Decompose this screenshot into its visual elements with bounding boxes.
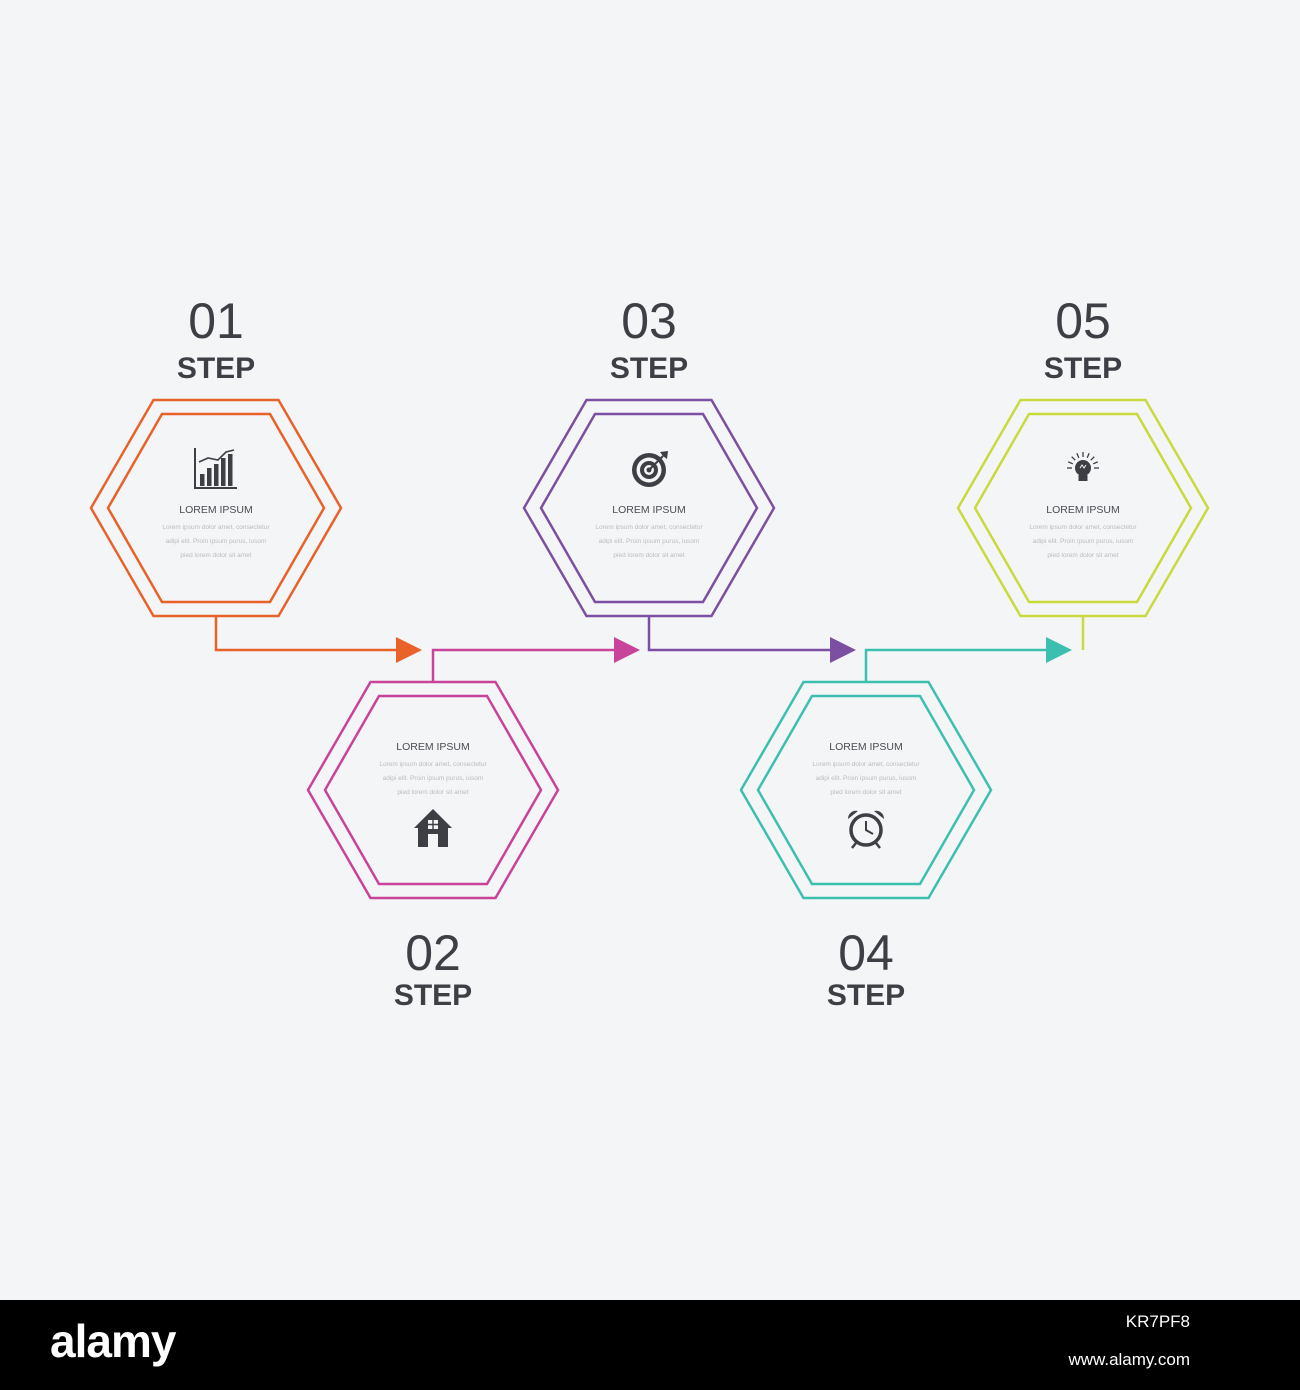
step-description-line: pied lorem dolor sit amet [180, 552, 251, 559]
step-title: LOREM IPSUM [179, 504, 253, 516]
inner-hexagon [539, 412, 759, 604]
outer-hexagon [89, 398, 343, 618]
connector-2-3 [431, 648, 620, 682]
step-description-line: adipi elit. Proin ipsum purus, iusom [1033, 538, 1134, 545]
inner-hexagon [756, 694, 976, 886]
step-number: 05 [1055, 293, 1111, 349]
step-description-line: Lorem ipsum dolor amet, consectetur [379, 761, 487, 768]
step-label: STEP [827, 979, 905, 1012]
watermark-bar: alamy KR7PF8 www.alamy.com [0, 1300, 1300, 1390]
step-label: STEP [394, 979, 472, 1012]
connector-1-2 [214, 616, 402, 652]
step-number: 03 [621, 293, 677, 349]
step-description-line: adipi elit. Proin ipsum purus, iusom [599, 538, 700, 545]
bar-chart-icon [194, 448, 237, 489]
step-description-line: pied lorem dolor sit amet [830, 789, 901, 796]
step-title: LOREM IPSUM [396, 741, 470, 753]
step-description-line: pied lorem dolor sit amet [397, 789, 468, 796]
outer-hexagon [956, 398, 1210, 618]
outer-hexagon [739, 680, 993, 900]
step-description-line: Lorem ipsum dolor amet, consectetur [812, 761, 920, 768]
target-icon [632, 451, 668, 487]
watermark-url: www.alamy.com [1068, 1350, 1190, 1369]
step-description-line: adipi elit. Proin ipsum purus, iusom [816, 775, 917, 782]
step-description-line: Lorem ipsum dolor amet, consectetur [595, 524, 703, 531]
connectors [214, 616, 1085, 682]
inner-hexagon [323, 694, 543, 886]
step-number: 04 [838, 925, 894, 981]
step-number: 02 [405, 925, 461, 981]
step-title: LOREM IPSUM [829, 741, 903, 753]
alarm-clock-icon [847, 810, 885, 849]
arrow-2-3 [614, 637, 640, 663]
step-description-line: adipi elit. Proin ipsum purus, iusom [166, 538, 267, 545]
watermark-image-id: KR7PF8 [1125, 1312, 1190, 1331]
step-description-line: adipi elit. Proin ipsum purus, iusom [383, 775, 484, 782]
step-description-line: Lorem ipsum dolor amet, consectetur [162, 524, 270, 531]
inner-hexagon [973, 412, 1193, 604]
step-number: 01 [188, 293, 244, 349]
step-label: STEP [610, 352, 688, 385]
house-icon [414, 809, 452, 847]
step-title: LOREM IPSUM [1046, 504, 1120, 516]
step-title: LOREM IPSUM [612, 504, 686, 516]
arrow-4-5 [1046, 637, 1072, 663]
step-description-line: Lorem ipsum dolor amet, consectetur [1029, 524, 1137, 531]
step-label: STEP [1044, 352, 1122, 385]
arrow-1-2 [396, 637, 422, 663]
outer-hexagon [522, 398, 776, 618]
step-description-line: pied lorem dolor sit amet [1047, 552, 1118, 559]
inner-hexagon [106, 412, 326, 604]
lightbulb-icon [1067, 452, 1099, 481]
step-label: STEP [177, 352, 255, 385]
watermark-logo: alamy [50, 1315, 176, 1367]
step-description-line: pied lorem dolor sit amet [613, 552, 684, 559]
outer-hexagon [306, 680, 560, 900]
connector-4-5 [864, 648, 1052, 682]
connector-3-4 [647, 616, 836, 652]
arrow-3-4 [830, 637, 856, 663]
